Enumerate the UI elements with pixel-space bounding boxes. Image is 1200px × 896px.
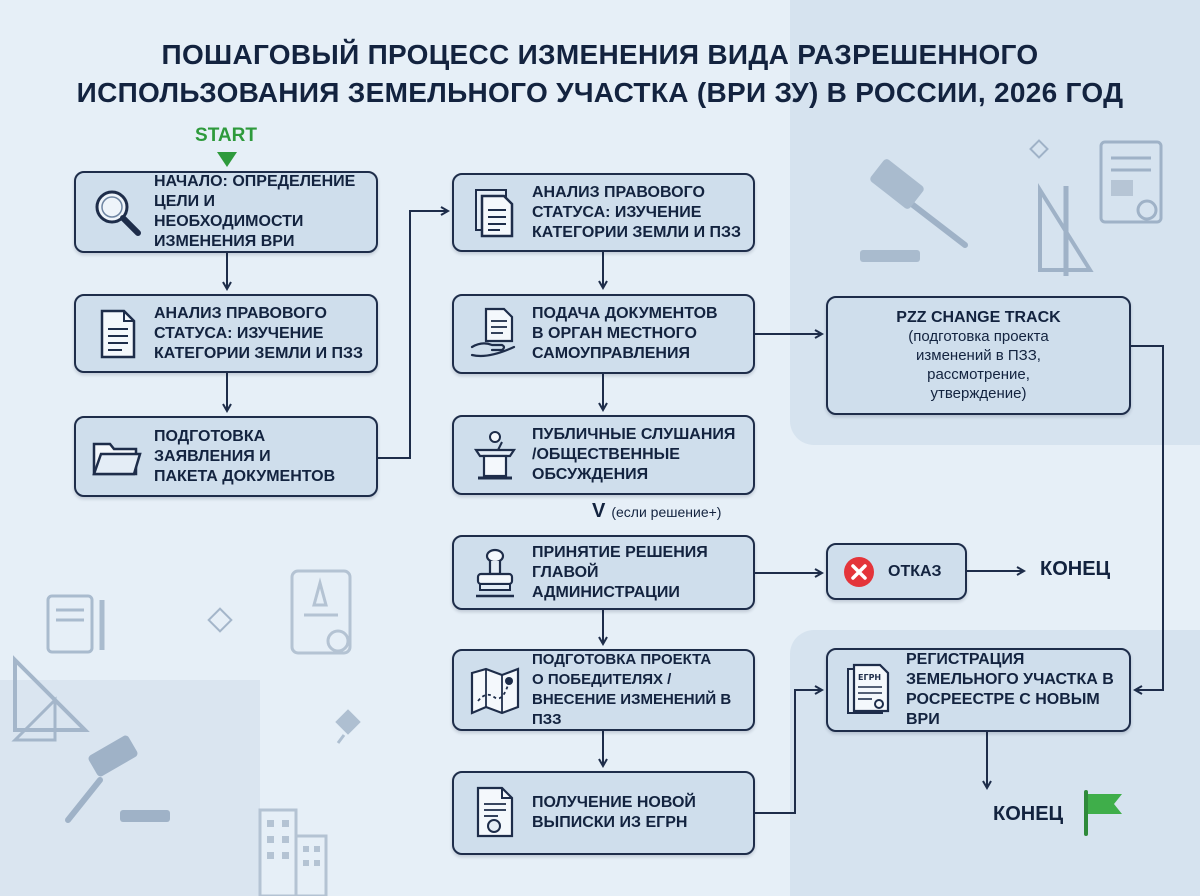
pzz-track-line-3: рассмотрение, — [927, 365, 1030, 383]
step-label-5: ПОДАЧА ДОКУМЕНТОВ В ОРГАН МЕСТНОГО САМОУ… — [532, 305, 718, 362]
map-icon — [468, 663, 522, 717]
diamond-icon-left — [207, 607, 233, 633]
pzz-track-line-1: (подготовка проекта — [908, 327, 1049, 345]
end-label-refusal: КОНЕЦ — [1040, 558, 1111, 580]
step-box-2[interactable]: АНАЛИЗ ПРАВОВОГО СТАТУСА: ИЗУЧЕНИЕ КАТЕГ… — [74, 294, 378, 373]
end-label-final: КОНЕЦ — [993, 803, 1064, 825]
ruler-triangle-icon — [1038, 183, 1094, 276]
step-box-9[interactable]: ПОЛУЧЕНИЕ НОВОЙ ВЫПИСКИ ИЗ ЕГРН — [452, 771, 755, 855]
document-icon — [90, 307, 144, 361]
documents-stack-icon — [468, 186, 522, 240]
flag-icon — [1084, 790, 1122, 836]
step-box-5[interactable]: ПОДАЧА ДОКУМЕНТОВ В ОРГАН МЕСТНОГО САМОУ… — [452, 294, 755, 374]
step-label-9: ПОЛУЧЕНИЕ НОВОЙ ВЫПИСКИ ИЗ ЕГРН — [532, 794, 696, 831]
gavel-icon — [860, 159, 968, 262]
document-hand-icon — [468, 307, 522, 361]
folder-icon — [90, 430, 144, 484]
step-label-1: НАЧАЛО: ОПРЕДЕЛЕНИЕ ЦЕЛИ И НЕОБХОДИМОСТИ… — [154, 173, 356, 250]
refusal-box[interactable]: ОТКАЗ — [826, 543, 967, 600]
step-box-7[interactable]: ПРИНЯТИЕ РЕШЕНИЯ ГЛАВОЙ АДМИНИСТРАЦИИ — [452, 535, 755, 610]
buildings-icon — [258, 808, 328, 896]
arrow-s9-s10 — [755, 690, 822, 814]
step-label-6: ПУБЛИЧНЫЕ СЛУШАНИЯ /ОБЩЕСТВЕННЫЕ ОБСУЖДЕ… — [532, 426, 736, 483]
egrn-document-icon: ЕГРН — [842, 663, 896, 717]
condition-mark: V — [592, 500, 606, 522]
diamond-icon-filled — [335, 709, 361, 744]
podium-icon — [468, 428, 522, 482]
page-title: ПОШАГОВЫЙ ПРОЦЕСС ИЗМЕНЕНИЯ ВИДА РАЗРЕШЕ… — [0, 36, 1200, 112]
title-line-1: ПОШАГОВЫЙ ПРОЦЕСС ИЗМЕНЕНИЯ ВИДА РАЗРЕШЕ… — [161, 39, 1039, 70]
background-panel-bottom-left — [0, 680, 260, 896]
step-box-4[interactable]: АНАЛИЗ ПРАВОВОГО СТАТУСА: ИЗУЧЕНИЕ КАТЕГ… — [452, 173, 755, 252]
condition-text: (если решение+) — [611, 504, 722, 520]
ruler-set-icon — [11, 655, 90, 742]
step-label-4: АНАЛИЗ ПРАВОВОГО СТАТУСА: ИЗУЧЕНИЕ КАТЕГ… — [532, 183, 742, 241]
start-label: START — [195, 125, 257, 146]
pzz-track-line-2: изменений в ПЗЗ, — [916, 346, 1041, 364]
step-label-10: РЕГИСТРАЦИЯ ЗЕМЕЛЬНОГО УЧАСТКА В РОСРЕЕС… — [906, 651, 1114, 728]
stamp-icon — [468, 546, 522, 600]
contract-icon — [1099, 140, 1163, 224]
document-pen-icon — [46, 594, 105, 654]
title-line-2: ИСПОЛЬЗОВАНИЯ ЗЕМЕЛЬНОГО УЧАСТКА (ВРИ ЗУ… — [76, 77, 1124, 108]
magnifier-icon — [90, 185, 144, 239]
pzz-track-title: PZZ CHANGE TRACK — [896, 308, 1061, 326]
pzz-change-track-box[interactable]: PZZ CHANGE TRACK (подготовка проекта изм… — [826, 296, 1131, 415]
step-label-3: ПОДГОТОВКА ЗАЯВЛЕНИЯ И ПАКЕТА ДОКУМЕНТОВ — [154, 427, 336, 485]
step-box-10[interactable]: ЕГРН РЕГИСТРАЦИЯ ЗЕМЕЛЬНОГО УЧАСТКА В РО… — [826, 648, 1131, 732]
step-box-8[interactable]: ПОДГОТОВКА ПРОЕКТА О ПОБЕДИТЕЛЯХ / ВНЕСЕ… — [452, 649, 755, 731]
condition-label: V (если решение+) — [592, 500, 721, 523]
certificate-icon — [468, 786, 522, 840]
step-label-8: ПОДГОТОВКА ПРОЕКТА О ПОБЕДИТЕЛЯХ / ВНЕСЕ… — [532, 651, 732, 728]
arrow-pzz-s10 — [1131, 345, 1164, 690]
step-box-3[interactable]: ПОДГОТОВКА ЗАЯВЛЕНИЯ И ПАКЕТА ДОКУМЕНТОВ — [74, 416, 378, 497]
start-triangle — [217, 152, 237, 167]
pzz-track-line-4: утверждение) — [930, 384, 1027, 402]
step-box-1[interactable]: НАЧАЛО: ОПРЕДЕЛЕНИЕ ЦЕЛИ И НЕОБХОДИМОСТИ… — [74, 171, 378, 253]
arrow-s3-s4 — [377, 211, 448, 459]
step-label-7: ПРИНЯТИЕ РЕШЕНИЯ ГЛАВОЙ АДМИНИСТРАЦИИ — [532, 543, 708, 601]
svg-text:ЕГРН: ЕГРН — [858, 673, 881, 682]
diamond-icon — [1029, 139, 1049, 159]
step-label-2: АНАЛИЗ ПРАВОВОГО СТАТУСА: ИЗУЧЕНИЕ КАТЕГ… — [154, 304, 364, 362]
refusal-label: ОТКАЗ — [888, 562, 942, 580]
cross-circle-icon — [842, 555, 876, 589]
gavel-icon-small — [65, 735, 170, 823]
scroll-document-icon — [290, 569, 352, 655]
step-box-6[interactable]: ПУБЛИЧНЫЕ СЛУШАНИЯ /ОБЩЕСТВЕННЫЕ ОБСУЖДЕ… — [452, 415, 755, 495]
